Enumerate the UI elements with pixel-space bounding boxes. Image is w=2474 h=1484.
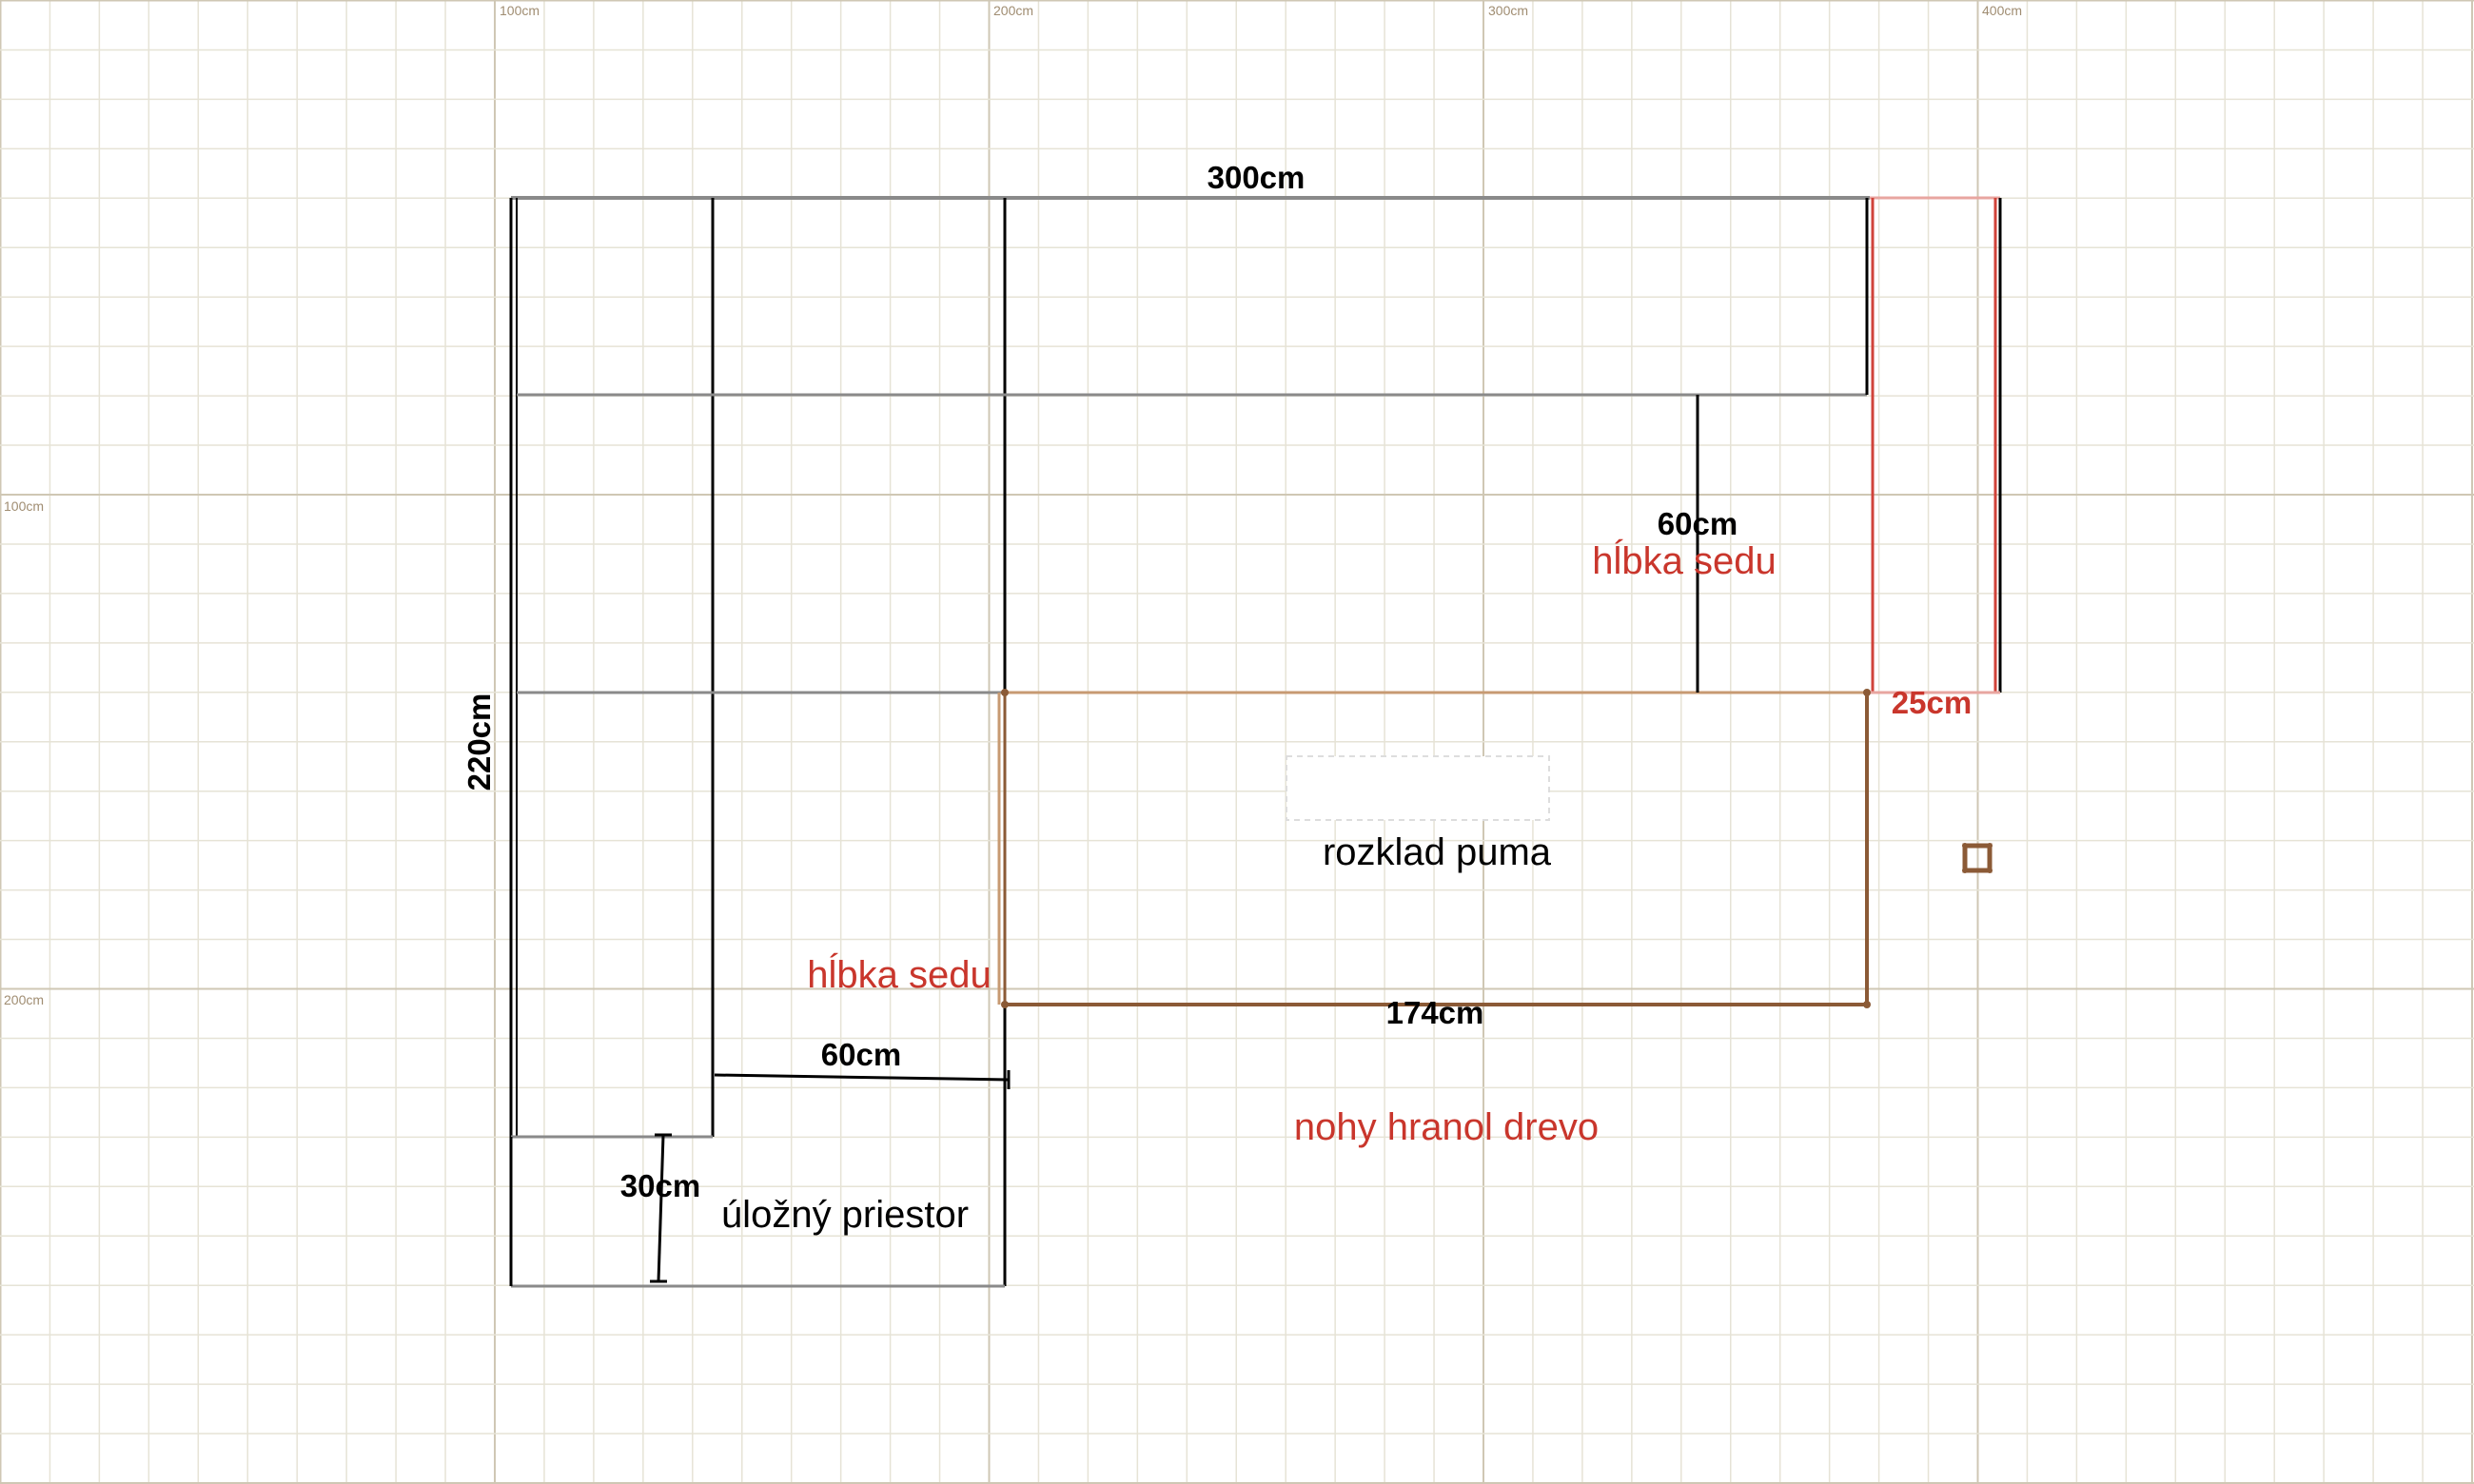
note-seat-depth-left: hĺbka sedu (807, 952, 991, 996)
ruler-left-200: 200cm (4, 992, 44, 1007)
note-seat-depth-right: hĺbka sedu (1592, 538, 1776, 582)
dim-storage-depth: 30cm (620, 1168, 700, 1203)
dim-total-height: 220cm (461, 693, 497, 791)
dim-seat-depth-left: 60cm (821, 1037, 901, 1072)
ruler-top-200: 200cm (993, 3, 1033, 18)
dim-line-storage (657, 1134, 665, 1282)
ruler-left-100: 100cm (4, 498, 44, 514)
top-ruler: 100cm 200cm 300cm 400cm (500, 3, 2022, 18)
bed-label-box[interactable] (1286, 755, 1550, 821)
dim-bed-width: 174cm (1386, 995, 1484, 1030)
dim-total-width: 300cm (1208, 160, 1306, 195)
dim-backrest: 25cm (1892, 685, 1972, 720)
left-ruler: 100cm 200cm (4, 498, 44, 1007)
note-legs: nohy hranol drevo (1294, 1106, 1599, 1148)
label-bed-mechanism: rozklad puma (1323, 831, 1552, 873)
bed-corner-bl (1001, 1001, 1009, 1008)
square-marker-icon[interactable] (1962, 843, 1993, 873)
ruler-top-300: 300cm (1488, 3, 1528, 18)
ruler-top-400: 400cm (1982, 3, 2022, 18)
bed-corner-tl (1001, 689, 1009, 696)
bed-corner-tr (1863, 689, 1871, 696)
bed-corner-br (1863, 1001, 1871, 1008)
dim-line-seat-depth-left (714, 1073, 1010, 1082)
bed-mechanism[interactable] (997, 689, 1871, 1008)
ruler-top-100: 100cm (500, 3, 540, 18)
dim-seat-depth-right: 60cm (1658, 506, 1738, 541)
label-storage: úložný priestor (721, 1194, 969, 1236)
dimension-lines (650, 395, 1699, 1283)
